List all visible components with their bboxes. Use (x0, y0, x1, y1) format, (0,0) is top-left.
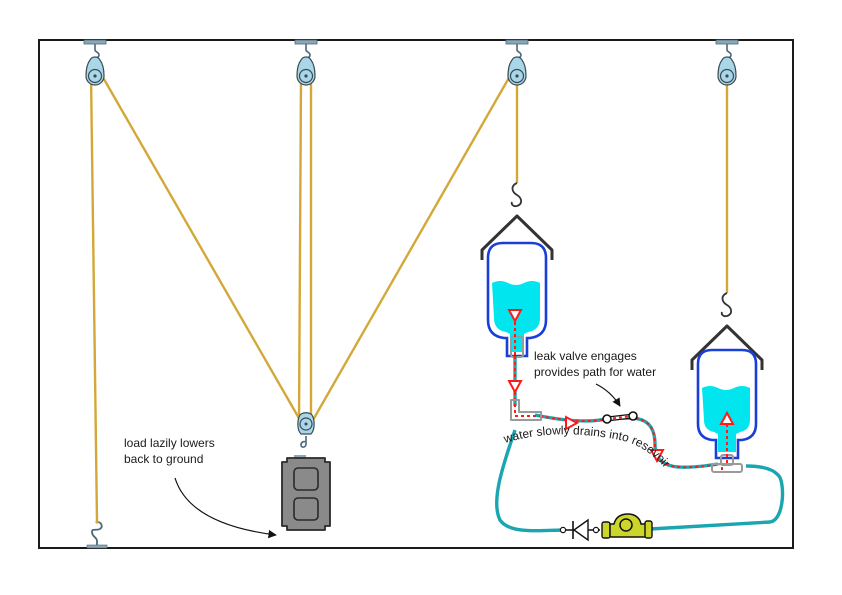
valve-arrow (595, 383, 621, 407)
flow-arrow-down-icon (649, 449, 665, 464)
ground-hook-icon (86, 520, 108, 549)
load-note-line1: load lazily lowers (124, 436, 215, 450)
tank-sling (480, 214, 554, 260)
pulley-4-icon (715, 39, 739, 86)
flow-arrow-down-icon (507, 380, 523, 395)
valve-note-line1: leak valve engages (534, 349, 637, 363)
rope-segment-4 (311, 75, 512, 421)
rope-segment-1 (99, 73, 302, 421)
pulley-1-icon (83, 39, 107, 86)
pulley-3-icon (505, 39, 529, 86)
pump-icon (601, 513, 653, 539)
load-note-line2: back to ground (124, 452, 203, 466)
upper-tank (480, 182, 554, 358)
pulley-2-icon (294, 39, 318, 86)
tank-outline (696, 348, 758, 460)
tank-sling (690, 324, 764, 370)
rope-segment-2 (297, 77, 303, 423)
check-valve-icon (559, 518, 600, 542)
load-arrow (174, 477, 277, 539)
flow-arrow-right-icon (565, 415, 580, 431)
flow-arrow-down-icon (507, 309, 523, 324)
s-hook-icon (720, 292, 733, 318)
moving-pulley-icon (297, 412, 315, 448)
leak-valve-icon (602, 411, 638, 424)
valve-note-line2: provides path for water (534, 365, 656, 379)
tank-outline (486, 241, 548, 358)
t-fitting (510, 399, 542, 421)
drain-note-text: water slowly drains into resevoir (501, 423, 673, 470)
cinder-block-load (281, 455, 331, 531)
ropes (89, 73, 729, 523)
t-fitting (711, 463, 743, 473)
rope-anchor (89, 74, 99, 523)
frame-border (38, 39, 794, 549)
drain-note: water slowly drains into resevoir (501, 423, 673, 470)
s-hook-icon (510, 182, 523, 208)
reservoir-tank (690, 292, 764, 473)
